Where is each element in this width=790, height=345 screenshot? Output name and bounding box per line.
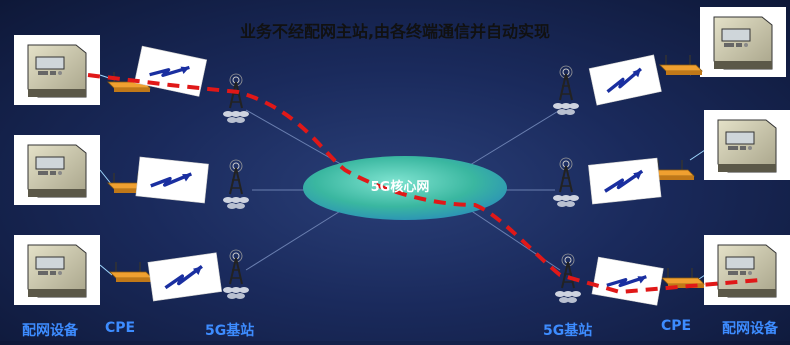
cpe-router-right-1 [659, 54, 703, 76]
distribution-device-right-2 [703, 109, 790, 181]
cpe-router-right-3 [661, 267, 705, 289]
distribution-device-left-3 [13, 234, 101, 306]
wireless-signal-right-3 [590, 255, 666, 307]
label-left-device: 配网设备 [22, 323, 78, 339]
diagram-title: 业务不经配网主站,由各终端通信并自动实现 [239, 22, 551, 41]
base-station-left-3 [222, 249, 250, 300]
label-left-station: 5G基站 [205, 323, 255, 339]
label-right-device: 配网设备 [722, 321, 778, 337]
wireless-signal-right-1 [587, 53, 664, 107]
label-left-cpe: CPE [105, 320, 136, 336]
base-station-left-2 [222, 159, 250, 210]
label-right-cpe: CPE [661, 318, 692, 334]
cpe-router-left-3 [109, 261, 153, 283]
label-right-station: 5G基站 [543, 323, 593, 339]
peer-communication-path [87, 73, 761, 295]
wireless-signal-right-2 [586, 156, 663, 206]
wireless-signal-left-2 [134, 155, 211, 205]
distribution-device-left-1 [13, 34, 101, 106]
base-station-right-1 [552, 65, 580, 116]
distribution-device-right-3 [703, 234, 790, 306]
wireless-signal-left-3 [146, 251, 224, 303]
base-station-left-1 [222, 73, 250, 124]
distribution-device-left-2 [13, 134, 101, 206]
core-network-label: 5G核心网 [370, 180, 430, 195]
base-station-right-2 [552, 157, 580, 208]
